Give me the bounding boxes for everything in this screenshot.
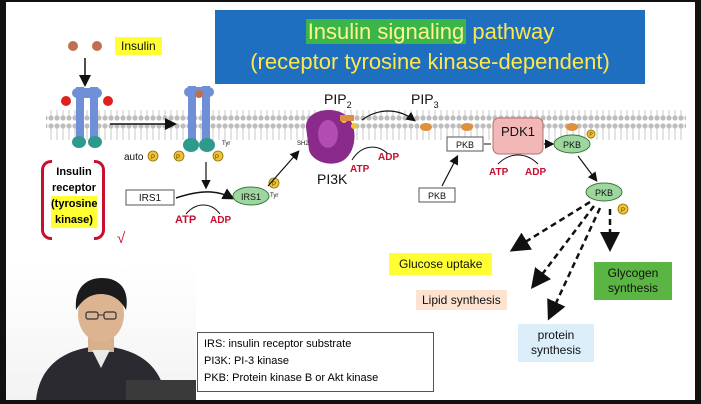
insulin-receptor-inactive <box>61 87 113 148</box>
phospho-label: P <box>621 208 625 214</box>
irs1-active-label: IRS1 <box>241 192 261 202</box>
title-line2: (receptor tyrosine kinase-dependent) <box>250 49 610 74</box>
legend-irs: IRS: insulin receptor substrate <box>204 338 352 350</box>
pip3-sub: 3 <box>434 100 439 110</box>
title-highlight: Insulin signaling <box>305 19 467 44</box>
pkb-active-membrane <box>553 134 591 154</box>
glycogen-line2: synthesis <box>607 281 659 295</box>
pip2-label: PIP <box>324 91 347 107</box>
irs1-inactive <box>125 189 175 206</box>
pkb-membrane <box>446 136 484 152</box>
irs1-label: IRS1 <box>139 193 162 204</box>
tyr-label: Tyr <box>270 193 278 199</box>
insulin-receptor-active <box>173 86 224 162</box>
outcome-protein-synthesis: protein synthesis <box>518 324 594 362</box>
insulin-molecule <box>92 41 102 51</box>
legend-pkb: PKB: Protein kinase B or Akt kinase <box>204 372 379 384</box>
adp-label: ADP <box>378 152 399 163</box>
pip3-headgroup <box>461 123 473 131</box>
pip2-sub: 2 <box>347 100 352 110</box>
phospho-label: P <box>589 132 593 138</box>
outcome-lipid-synthesis: Lipid synthesis <box>416 290 507 310</box>
insulin-molecule <box>68 41 78 51</box>
pdk1-enzyme <box>492 117 544 155</box>
receptor-line1: Insulin <box>56 166 92 178</box>
pkb-label: PKB <box>456 140 474 150</box>
outcome-glucose-uptake: Glucose uptake <box>389 253 493 275</box>
outcome-glycogen-synthesis: Glycogen synthesis <box>594 262 672 300</box>
pip3-headgroup <box>566 123 578 131</box>
svg-text:PIP3: PIP3 <box>411 91 439 110</box>
atp-label: ATP <box>350 164 370 175</box>
irs1-active <box>232 186 270 206</box>
protein-line1: protein <box>537 328 575 342</box>
pi3k-enzyme <box>306 110 357 164</box>
pdk1-label: PDK1 <box>501 124 535 139</box>
receptor-line2: receptor <box>51 182 97 194</box>
presenter-video <box>6 264 196 400</box>
insulin-label: Insulin <box>115 37 162 55</box>
pathway-diagram: P P Tyr auto P IRS1 ATP ADP IRS1 P Tyr S… <box>46 41 686 321</box>
slide-title: Insulin signaling pathway (receptor tyro… <box>215 10 645 84</box>
phospho-label: P <box>176 155 180 161</box>
receptor-line4: kinase) <box>51 212 97 228</box>
pip3-label: PIP <box>411 91 434 107</box>
adp-label: ADP <box>210 215 231 226</box>
pkb-active-cytosol <box>585 182 623 202</box>
receptor-line3: (tyrosine <box>51 196 98 212</box>
protein-line2: synthesis <box>530 343 582 357</box>
pi3k-label: PI3K <box>317 171 348 187</box>
phospho-label: P <box>215 155 219 161</box>
sh2-label: SH2 <box>297 141 309 147</box>
pip3-headgroup <box>420 123 432 131</box>
legend-pi3k: PI3K: PI-3 kinase <box>204 355 289 367</box>
receptor-caption: Insulin receptor (tyrosine kinase) <box>41 160 105 240</box>
title-rest: pathway <box>466 19 555 44</box>
tyr-label: Tyr <box>222 141 230 147</box>
atp-label: ATP <box>489 167 509 178</box>
pkb-label: PKB <box>428 191 446 201</box>
glycogen-line1: Glycogen <box>607 266 659 280</box>
svg-text:PIP2: PIP2 <box>324 91 352 110</box>
pkb-label: PKB <box>563 140 581 150</box>
abbreviation-legend: IRS: insulin receptor substrate PI3K: PI… <box>197 332 434 392</box>
check-mark: √ <box>117 230 126 247</box>
outcome-arrows <box>509 200 620 321</box>
phospho-label: P <box>272 182 276 188</box>
auto-label: auto <box>124 152 144 163</box>
cell-membrane <box>46 110 686 140</box>
atp-label: ATP <box>175 214 196 226</box>
pkb-cytosol <box>418 187 456 203</box>
pkb-label: PKB <box>595 188 613 198</box>
lecture-slide: Insulin signaling pathway (receptor tyro… <box>6 2 695 400</box>
phospho-label: P <box>151 155 155 161</box>
adp-label: ADP <box>525 167 546 178</box>
